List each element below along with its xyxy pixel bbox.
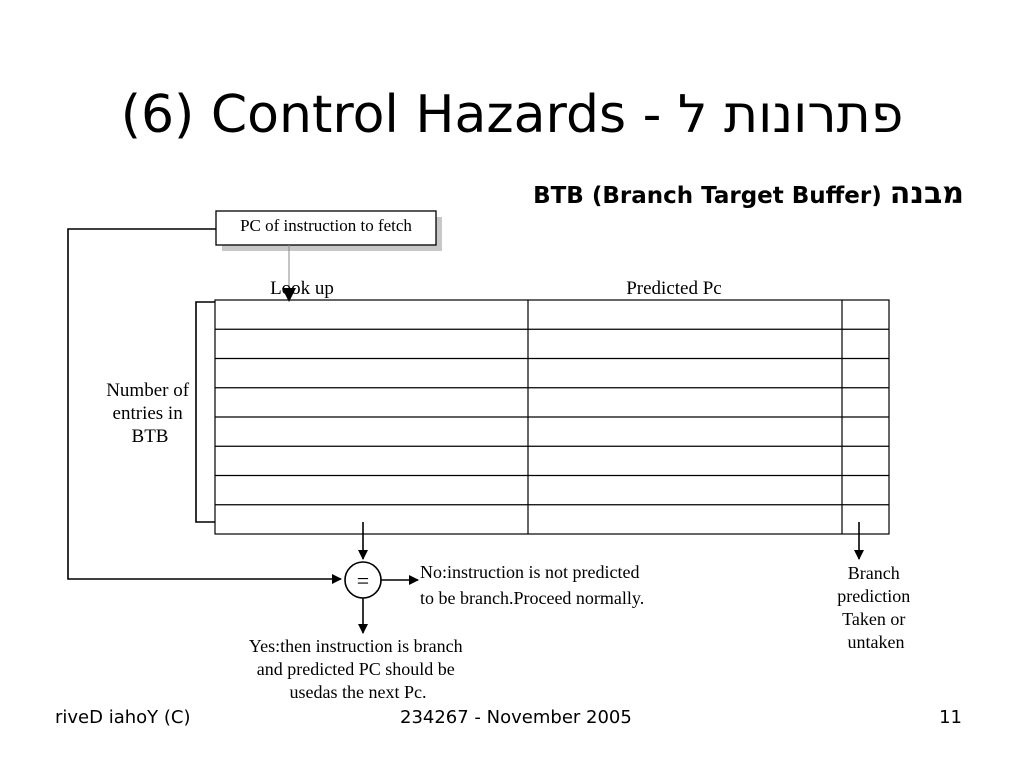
footer-course-date: 234267 - November 2005 (400, 707, 632, 728)
compare-symbol: = (357, 568, 369, 593)
branch-prediction-label: Branch prediction Taken or untaken (837, 563, 914, 652)
slide-subtitle: BTB (Branch Target Buffer) מבנה (533, 174, 964, 216)
entries-label-line-2: entries in (113, 403, 184, 424)
lookup-label: Look up (270, 278, 334, 299)
pc-box-label: PC of instruction to fetch (240, 216, 412, 235)
pc-box (215, 210, 437, 246)
entries-label: Number of entries in BTB (106, 380, 194, 447)
yes-label: Yes:then instruction is branch and predi… (249, 636, 467, 702)
feedback-loop-line (67, 228, 342, 584)
btb-table (214, 299, 890, 535)
footer-author: riveD iahoY (C) (55, 707, 191, 728)
page-number: 11 (939, 707, 962, 728)
predicted-pc-label: Predicted Pc (626, 278, 722, 299)
no-label-line-1: No:instruction is not predicted (420, 562, 639, 582)
slide-title: (6) Control Hazards - פתרונות ל (120, 85, 904, 145)
no-label-line-2: to be branch.Proceed normally. (420, 588, 644, 608)
subtitle-hebrew: מבנה (889, 176, 964, 211)
no-label: No:instruction is not predicted to be br… (420, 562, 644, 608)
subtitle-latin: BTB (Branch Target Buffer) (533, 183, 882, 209)
yes-label-line-2: and predicted PC should be (257, 659, 455, 679)
yes-label-line-1: Yes:then instruction is branch (249, 636, 463, 656)
pc-to-table-arrowhead (282, 288, 296, 302)
entries-label-line-1: Number of (106, 380, 190, 401)
yes-label-line-3: usedas the next Pc. (290, 682, 427, 702)
branch-prediction-line-2: prediction (837, 586, 910, 606)
branch-prediction-line-3: Taken or (842, 609, 905, 629)
table-row-lines (215, 328, 889, 506)
entries-bracket (195, 301, 215, 523)
branch-prediction-line-1: Branch (848, 563, 900, 583)
entries-label-line-3: BTB (132, 426, 169, 447)
branch-prediction-line-4: untaken (848, 632, 905, 652)
